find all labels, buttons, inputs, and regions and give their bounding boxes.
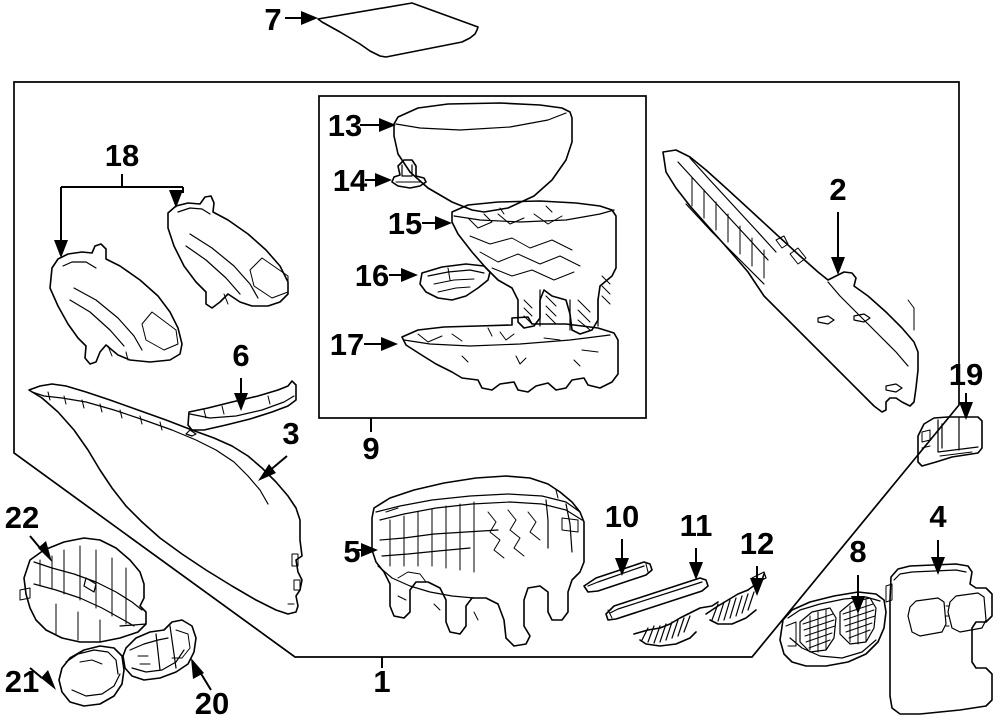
leader-11 <box>689 548 703 580</box>
part-rear-console-panel <box>885 563 993 715</box>
leader-21 <box>29 667 56 690</box>
part-power-outlet-socket <box>917 416 983 467</box>
callout-number-20: 20 <box>195 686 229 721</box>
leader-13 <box>360 118 396 132</box>
part-console-upper-trim-strip <box>187 380 297 431</box>
leader-17 <box>364 337 398 351</box>
part-rear-heater-air-duct-left <box>49 243 183 365</box>
callout-number-8: 8 <box>849 534 866 569</box>
part-torsion-spring-right <box>705 571 767 625</box>
callout-number-22: 22 <box>5 500 39 535</box>
part-console-side-panel-right <box>662 149 919 413</box>
callout-number-4: 4 <box>929 499 947 534</box>
armrest-sub-assembly-box <box>318 95 647 419</box>
callout-number-5: 5 <box>343 534 360 569</box>
part-armrest-upper-pad <box>393 102 573 213</box>
part-armrest-clip <box>391 159 427 189</box>
callout-number-16: 16 <box>355 258 389 293</box>
leader-20 <box>191 658 212 691</box>
leader-7 <box>285 11 318 25</box>
part-console-box-sub-assembly <box>371 475 585 647</box>
callout-number-13: 13 <box>328 108 362 143</box>
part-armrest-latch-lever <box>419 263 491 301</box>
callout-number-14: 14 <box>333 163 368 198</box>
callout-number-10: 10 <box>605 499 639 534</box>
part-rear-heater-air-duct-right <box>167 195 289 309</box>
part-torsion-spring-left <box>633 601 719 647</box>
callout-number-1: 1 <box>373 664 390 699</box>
leader-6 <box>234 378 248 411</box>
part-hinge-pin-short <box>583 561 653 593</box>
callout-number-12: 12 <box>740 526 774 561</box>
leader-14 <box>365 173 392 187</box>
leader-19 <box>959 393 973 420</box>
callout-number-21: 21 <box>5 664 39 699</box>
callout-number-3: 3 <box>282 416 299 451</box>
part-shift-lever-housing <box>19 537 147 643</box>
leader-12 <box>750 566 764 596</box>
leader-3 <box>258 455 288 481</box>
part-cigarette-lighter-socket <box>122 619 197 681</box>
leader-22 <box>29 535 52 562</box>
callout-number-15: 15 <box>388 206 422 241</box>
callout-number-17: 17 <box>330 327 364 362</box>
part-armrest-lower-base <box>401 316 619 393</box>
part-console-side-panel-left <box>28 383 303 615</box>
leader-15 <box>422 216 452 230</box>
leader-10 <box>615 539 629 576</box>
leader-16 <box>389 268 418 282</box>
leader-4 <box>931 540 945 575</box>
part-hinge-shaft-long <box>605 577 709 621</box>
callout-number-9: 9 <box>362 431 379 466</box>
part-rear-air-vent-grille <box>779 591 887 667</box>
leader-8 <box>851 575 865 614</box>
callout-number-19: 19 <box>949 357 983 392</box>
leader-5 <box>356 543 378 557</box>
part-console-lid-pad <box>317 2 479 58</box>
leader-18 <box>54 174 184 258</box>
part-socket-cap <box>58 645 125 707</box>
outer-assembly-boundary <box>13 81 960 658</box>
part-armrest-upper-frame <box>451 200 617 335</box>
callout-number-6: 6 <box>232 338 249 373</box>
callout-number-11: 11 <box>680 508 713 543</box>
callout-number-18: 18 <box>105 138 139 173</box>
callout-number-2: 2 <box>829 172 846 207</box>
callout-number-7: 7 <box>264 2 281 37</box>
leader-2 <box>831 212 845 275</box>
